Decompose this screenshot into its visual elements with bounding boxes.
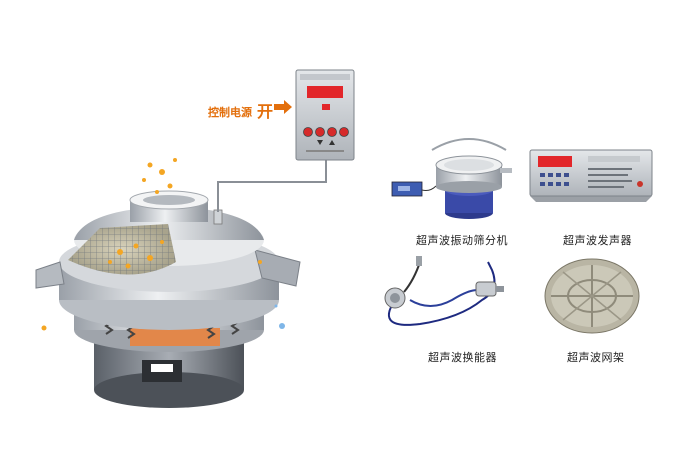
- sieve-mesh-cutaway: [68, 224, 176, 275]
- caption-sieve-machine: 超声波振动筛分机: [416, 234, 508, 247]
- material-particles: [41, 158, 262, 331]
- vibrating-sieve-machine: [35, 158, 301, 408]
- ultrasonic-controller: [295, 69, 355, 161]
- transducer-icon: [384, 256, 504, 326]
- generator-display: [538, 156, 572, 167]
- arrow-right-icon: [274, 100, 292, 114]
- fine-particles: [274, 304, 285, 329]
- discharge-spout-right: [254, 249, 301, 287]
- controller-buttons: [303, 127, 349, 137]
- control-power-label: 控制电源: [208, 106, 252, 119]
- controller-display: [307, 86, 343, 98]
- caption-transducer: 超声波换能器: [428, 351, 497, 364]
- caption-generator: 超声波发声器: [563, 234, 632, 247]
- power-on-label: 开: [257, 102, 274, 121]
- mesh-frame-icon: [544, 258, 640, 334]
- sieve-machine-icon: [391, 138, 512, 219]
- discharge-spout-left: [35, 261, 65, 289]
- control-cable: [217, 160, 327, 212]
- generator-box-icon: [529, 149, 653, 202]
- caption-mesh-frame: 超声波网架: [567, 351, 625, 364]
